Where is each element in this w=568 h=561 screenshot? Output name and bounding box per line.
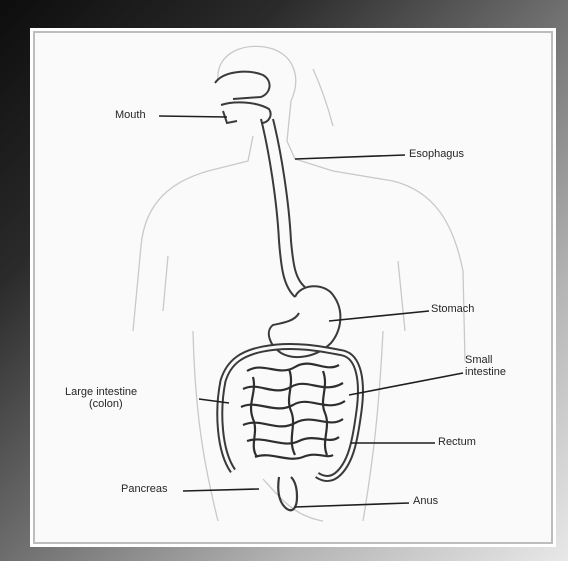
small-intestine-shape: [241, 364, 345, 459]
label-stomach: Stomach: [431, 303, 474, 315]
label-pancreas: Pancreas: [121, 483, 167, 495]
label-rectum: Rectum: [438, 436, 476, 448]
rectum-shape: [278, 477, 297, 510]
label-large-intestine-line1: Large intestine: [65, 386, 137, 398]
body-outline: [133, 46, 465, 521]
diagram-panel: Mouth Esophagus Stomach Small intestine …: [30, 28, 556, 547]
label-mouth: Mouth: [115, 109, 146, 121]
label-small-intestine-line1: Small: [465, 354, 506, 366]
label-large-intestine: Large intestine (colon): [65, 386, 137, 410]
label-small-intestine: Small intestine: [465, 354, 506, 378]
label-anus: Anus: [413, 495, 438, 507]
pointer-lines: [159, 116, 463, 507]
label-small-intestine-line2: intestine: [465, 366, 506, 378]
digestive-system-diagram: [33, 31, 553, 544]
label-large-intestine-line2: (colon): [65, 398, 137, 410]
mouth-shape: [215, 72, 271, 123]
label-esophagus: Esophagus: [409, 148, 464, 160]
esophagus-shape: [261, 119, 305, 297]
